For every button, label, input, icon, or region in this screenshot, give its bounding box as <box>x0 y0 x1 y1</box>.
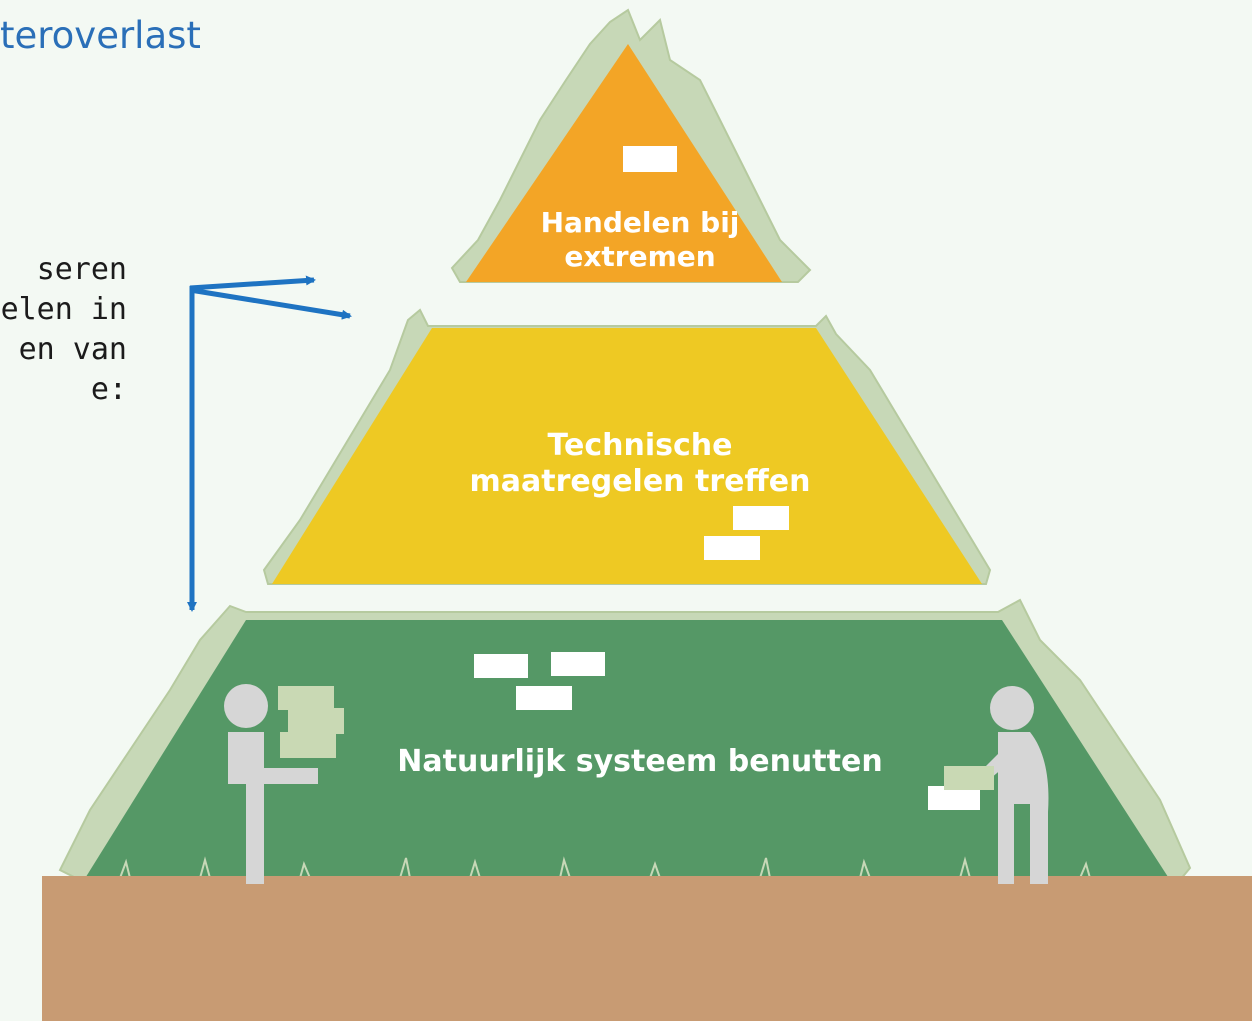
flow-arrows <box>187 275 352 612</box>
intro-line-3: en van <box>18 332 127 367</box>
layer-label-middle-line1: Technische <box>547 428 733 463</box>
worker-left-figure <box>224 684 344 884</box>
pyramid-layer-middle <box>272 328 982 584</box>
intro-line-2: elen in <box>0 292 127 327</box>
layer-label-bottom-line1: Natuurlijk systeem benutten <box>397 744 883 779</box>
page-title: teroverlast <box>0 14 201 57</box>
ground <box>42 876 1252 1021</box>
layer-label-middle-line2: maatregelen treffen <box>469 464 811 499</box>
arrow-to-middle <box>189 287 352 320</box>
intro-line-1: seren <box>36 252 127 287</box>
pyramid-layer-bottom <box>84 620 1170 880</box>
intro-text: seren elen in en van e: <box>1 250 127 410</box>
arrow-to-top <box>189 275 316 291</box>
brick-markers <box>474 146 980 810</box>
layer-label-top-line2: extremen <box>564 240 716 273</box>
layer-label-middle: Technische maatregelen treffen <box>430 428 850 500</box>
layer-label-top: Handelen bij extremen <box>470 206 810 274</box>
layer-label-top-line1: Handelen bij <box>540 206 740 239</box>
intro-line-4: e: <box>90 372 127 407</box>
layer-label-bottom: Natuurlijk systeem benutten <box>340 744 940 780</box>
worker-right-figure <box>944 686 1049 884</box>
grass-tufts <box>119 856 1091 879</box>
